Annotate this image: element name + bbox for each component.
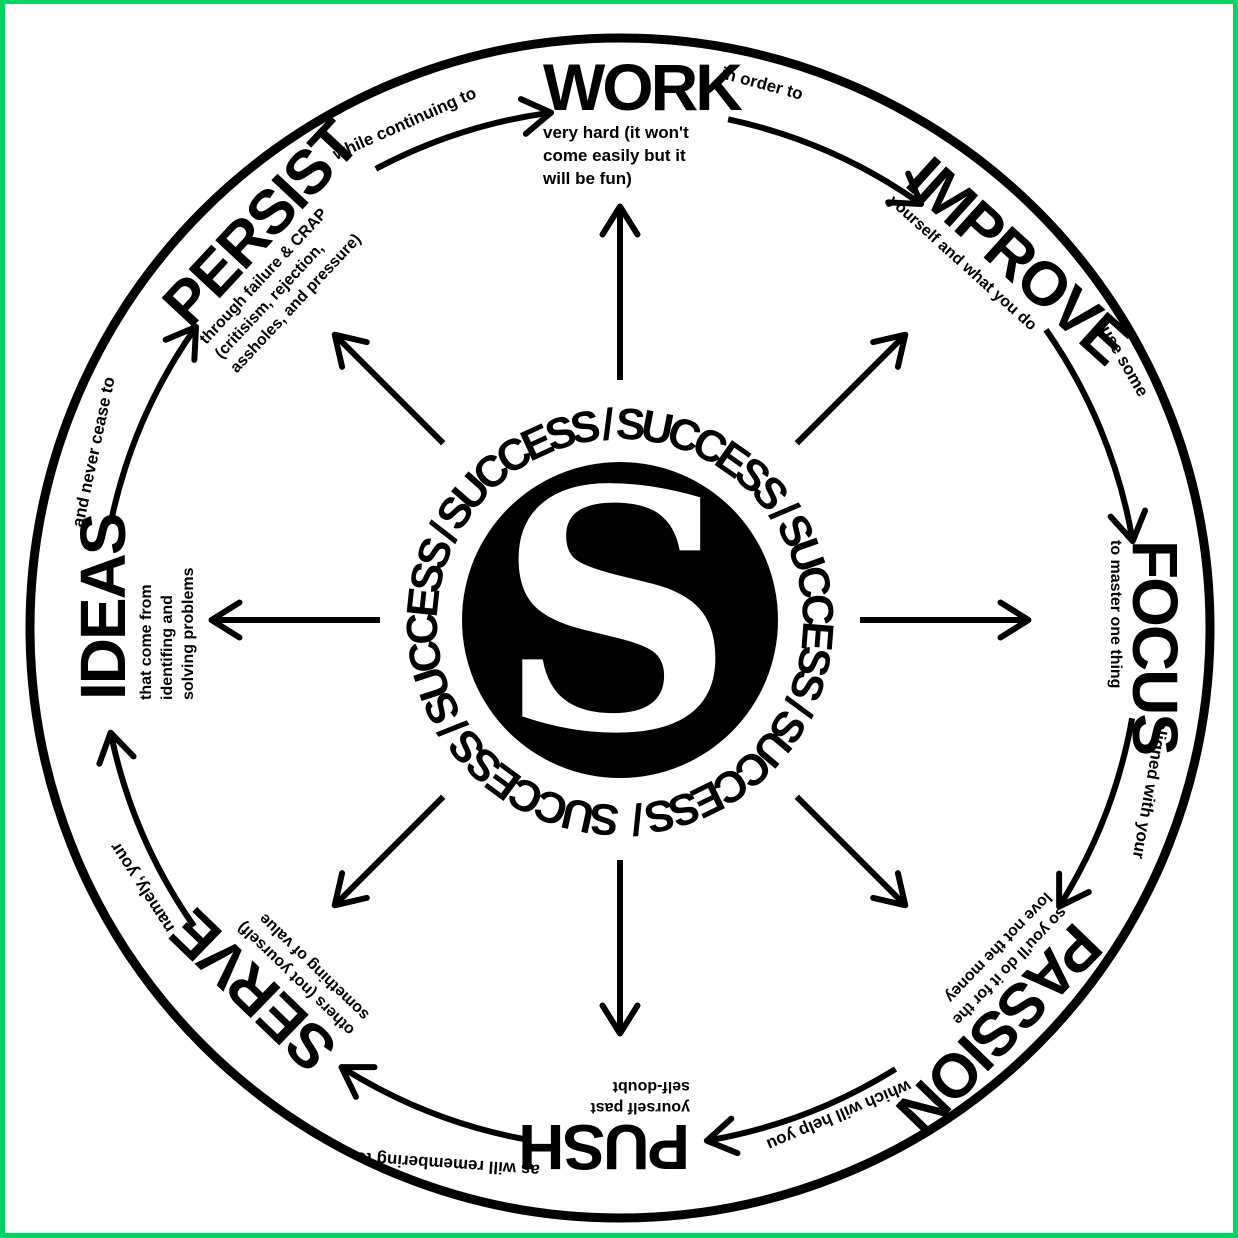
stage-serve: SERVE others (not yourself) something of… [159,897,373,1085]
radial-arrow-improve [794,331,909,446]
stage-ideas-sub-3: solving problems [180,567,197,700]
outer-circle [25,33,1215,1223]
stage-work-sub-1: very hard (it won't [543,123,689,142]
stage-work-sub-3: will be fun) [542,169,632,188]
cycle-arrow-focus-to-passion [1056,717,1136,910]
radial-arrow-persist [331,331,446,446]
connector-passion-to-push: which will help you [764,1076,915,1154]
logo-s-letter: S [497,418,735,806]
cycle-arrow-ideas-to-persist [108,323,200,521]
stage-work-sub-2: come easily but it [543,146,686,165]
stage-push-sub-2: self-doubt [612,1078,690,1095]
cycle-arrow-improve-to-focus [1043,328,1149,545]
cycle-arrow-push-to-serve [338,1064,531,1144]
stage-focus-sub-1: to master one thing [1107,540,1124,688]
cycle-arrow-work-to-improve [727,116,925,208]
success-logo: S [462,418,778,806]
stage-push-label: PUSH [520,1111,690,1183]
stage-focus-label: FOCUS [1119,540,1191,754]
cycle-arrows [96,96,1149,1157]
radial-arrow-serve [331,794,446,909]
stage-ideas-label: IDEAS [67,514,139,700]
cycle-arrow-passion-to-push [703,1066,898,1157]
stage-work-label: WORK [543,50,743,124]
cycle-arrow-persist-to-work [374,96,555,172]
stage-work: WORK very hard (it won't come easily but… [542,50,746,188]
radial-arrow-passion [794,794,909,909]
stage-focus: FOCUS to master one thing [1107,540,1191,754]
stage-push: PUSH yourself past self-doubt [520,1078,690,1183]
connector-push-to-serve: as will remembering to [355,1148,540,1180]
radial-arrows [208,203,1032,1037]
stage-ideas-sub-1: that come from [138,584,155,700]
logo-disc [462,462,778,778]
stage-push-sub-1: yourself past [590,1099,690,1116]
stage-ideas: IDEAS that come from identifing and solv… [67,514,197,700]
stage-passion: PASSION so you'll do it for the love not… [884,889,1115,1146]
stage-ideas-sub-2: identifing and [159,595,176,700]
stage-improve: IMPROVE yourself and what you do [885,144,1142,377]
cycle-arrow-serve-to-ideas [96,729,197,928]
